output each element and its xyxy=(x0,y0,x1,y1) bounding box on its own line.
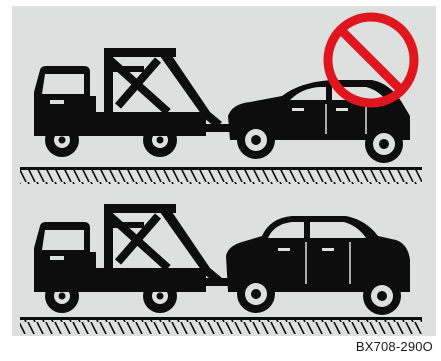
towed-car-top xyxy=(228,80,410,163)
tow-truck-top xyxy=(34,48,236,157)
ground-bottom xyxy=(20,317,422,334)
figure-code-label: BX708-290O xyxy=(356,339,433,354)
towed-car-bottom xyxy=(226,216,410,315)
ground-top xyxy=(20,167,422,184)
incorrect-towing-scene xyxy=(20,17,422,184)
tow-truck-bottom xyxy=(34,204,234,313)
correct-towing-scene xyxy=(20,204,422,334)
